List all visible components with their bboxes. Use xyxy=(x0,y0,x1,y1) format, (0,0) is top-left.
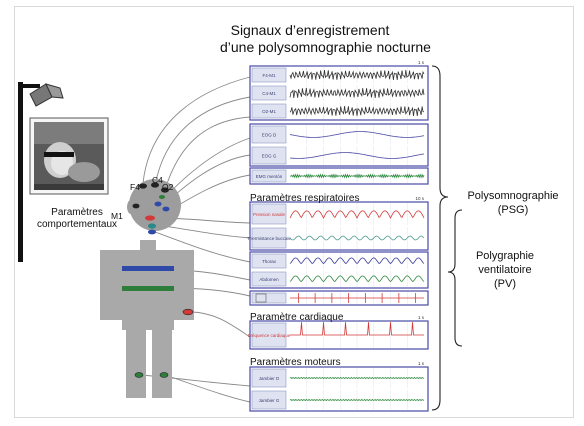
trace-eog-0 xyxy=(289,131,425,138)
trace-motor-1 xyxy=(289,398,425,402)
channel-label-resp3-1: Abdomen xyxy=(259,277,279,282)
channel-label-resp3-0: Thorax xyxy=(262,259,277,264)
figure-frame xyxy=(14,6,574,418)
channel-label-resp2-1: Thermistance buccale xyxy=(247,236,292,241)
trace-eeg-0 xyxy=(289,69,425,80)
braces xyxy=(431,65,463,411)
behavioral-label-line-1: Paramètres xyxy=(51,207,103,218)
body-figure xyxy=(100,240,194,398)
section-motor: Paramètres moteurs xyxy=(250,357,341,368)
scale-eeg: 1 s xyxy=(418,60,425,65)
panel-eog: EOG D EOG G xyxy=(249,123,429,167)
head xyxy=(127,179,181,235)
channel-label-eeg-1: C4-M1 xyxy=(262,91,276,96)
video-frame-image xyxy=(29,117,109,195)
channel-label-emg-0: EMG mentón xyxy=(256,174,283,179)
connector-lines xyxy=(141,76,251,403)
trace-emg-0 xyxy=(289,173,425,179)
psg-line-1: Polysomnographie xyxy=(467,190,559,202)
behavioral-label-line-2: comportementaux xyxy=(36,219,118,230)
channel-label-eog-0: EOG D xyxy=(262,133,277,138)
pv-label: Polygraphie ventilatoire (PV) xyxy=(465,249,545,291)
electrode-m1-label: M1 xyxy=(111,211,123,221)
title-line-1: Signaux d’enregistrement xyxy=(230,22,390,38)
trace-motor-0 xyxy=(289,376,425,380)
trace-eog-1 xyxy=(289,152,425,159)
electrode-c4-label: C4 xyxy=(152,175,163,185)
trace-resp3-1 xyxy=(289,275,425,283)
channel-label-resp2-0: Pression nasale xyxy=(253,212,286,217)
psg-label: Polysomnographie (PSG) xyxy=(458,189,568,217)
pv-line-1: Polygraphie xyxy=(475,250,535,262)
psg-line-2: (PSG) xyxy=(497,204,529,216)
section-cardiac: Paramètre cardiaque xyxy=(250,312,344,323)
channel-label-card-0: Fréquence cardiaque xyxy=(248,333,291,338)
channel-label-motor-0: Jambier D xyxy=(259,376,280,381)
trace-resp3-0 xyxy=(289,257,425,265)
behavioral-label: Paramètres comportementaux xyxy=(22,207,132,231)
trace-card-0 xyxy=(290,322,424,336)
signal-traces xyxy=(289,69,425,402)
trace-eeg-2 xyxy=(289,105,425,116)
trace-resp2-0 xyxy=(289,210,425,219)
camera-icon xyxy=(18,82,64,262)
scale-card: 1 s xyxy=(418,315,425,320)
channel-label-eeg-0: F4-M1 xyxy=(262,73,275,78)
electrode-f4-label: F4 xyxy=(130,182,140,192)
channel-label-eog-1: EOG G xyxy=(262,154,277,159)
panel-motor: Jambier D Jambier G 1 s xyxy=(249,361,429,412)
diagram-title: Signaux d’enregistrement d’une polysomno… xyxy=(220,22,431,56)
trace-eeg-1 xyxy=(289,87,425,99)
channel-label-eeg-2: O2-M1 xyxy=(262,109,276,114)
electrode-o2-label: O2 xyxy=(162,182,174,192)
section-respiratory: Paramètres respiratoires xyxy=(250,193,360,204)
channel-label-motor-1: Jambier G xyxy=(259,398,280,403)
title-line-2: d’une polysomnographie nocturne xyxy=(220,39,431,55)
scale-motor: 1 s xyxy=(418,361,425,366)
pv-line-2: ventilatoire xyxy=(478,264,532,276)
trace-resp2-1 xyxy=(289,235,425,241)
pv-line-3: (PV) xyxy=(494,278,516,290)
scale-resp: 10 s xyxy=(415,196,424,201)
